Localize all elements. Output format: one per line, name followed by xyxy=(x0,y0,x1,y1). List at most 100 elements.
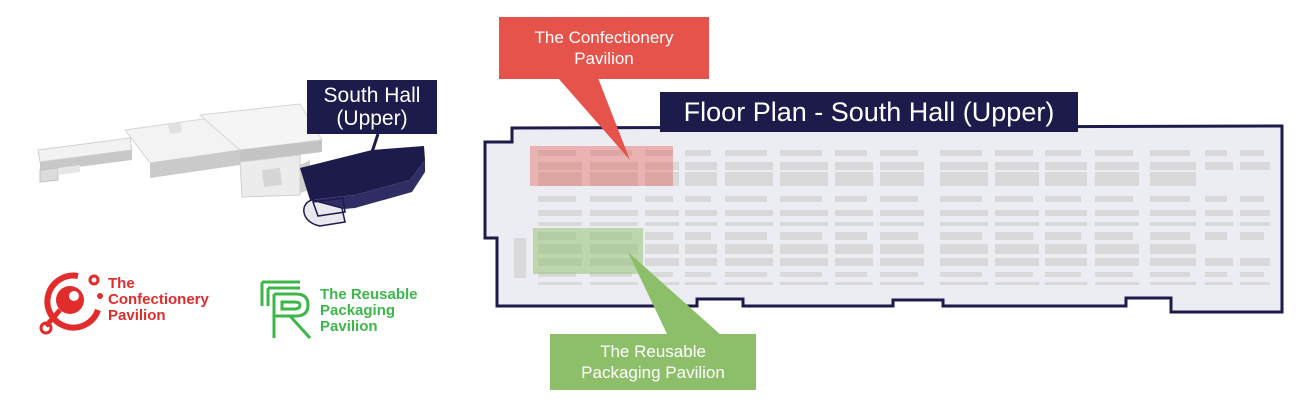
booth xyxy=(685,258,717,266)
booth xyxy=(940,210,988,216)
booth xyxy=(1045,150,1081,156)
booth xyxy=(940,258,988,266)
booth xyxy=(685,222,717,226)
booth xyxy=(940,196,982,202)
booth xyxy=(538,282,582,285)
booth xyxy=(780,232,822,240)
booth xyxy=(780,282,828,285)
booth xyxy=(995,272,1033,277)
booth xyxy=(590,222,638,226)
booth xyxy=(835,210,873,216)
booth xyxy=(645,272,673,277)
booth xyxy=(538,210,582,216)
booth xyxy=(538,172,582,186)
booth xyxy=(645,232,673,240)
south-hall-tag-pointer xyxy=(370,133,380,153)
booth xyxy=(1150,150,1190,156)
booth xyxy=(780,150,822,156)
booth xyxy=(880,162,924,170)
booth xyxy=(1045,282,1087,285)
booth xyxy=(940,232,982,240)
booth xyxy=(685,172,717,186)
booth xyxy=(590,162,638,170)
booth xyxy=(995,150,1033,156)
booth xyxy=(835,172,873,186)
booth xyxy=(1095,210,1139,216)
booth xyxy=(725,172,773,186)
booth xyxy=(725,222,773,226)
booth xyxy=(780,272,822,277)
booth xyxy=(1205,162,1233,170)
booth xyxy=(940,272,982,277)
booth xyxy=(780,244,828,254)
venue-other-halls xyxy=(37,103,323,198)
booth xyxy=(1045,162,1087,170)
booth xyxy=(1095,172,1139,186)
booth xyxy=(685,282,717,285)
booth xyxy=(835,272,867,277)
confectionery-callout-line1: The Confectionery xyxy=(534,28,674,47)
booth xyxy=(1205,232,1227,240)
booth xyxy=(835,150,867,156)
booth xyxy=(1240,222,1270,226)
booth xyxy=(1240,162,1270,170)
venue-overview-map xyxy=(37,103,425,227)
booth xyxy=(780,162,828,170)
booth xyxy=(835,222,873,226)
booth xyxy=(725,232,767,240)
booth xyxy=(645,162,679,170)
booth xyxy=(685,150,711,156)
booth xyxy=(590,150,632,156)
booth xyxy=(538,150,576,156)
booth xyxy=(685,196,711,202)
booth xyxy=(1205,150,1227,156)
booth xyxy=(1150,162,1196,170)
booth xyxy=(725,258,773,266)
booth xyxy=(725,210,773,216)
booth xyxy=(835,232,867,240)
booth xyxy=(780,210,828,216)
booth xyxy=(995,162,1039,170)
booth xyxy=(780,222,828,226)
booth xyxy=(590,272,632,277)
south-hall-tag-line1: South Hall xyxy=(323,84,421,107)
booth xyxy=(1045,272,1081,277)
booth xyxy=(645,196,673,202)
booth xyxy=(995,210,1039,216)
booth xyxy=(940,172,988,186)
booth xyxy=(1240,210,1270,216)
booth xyxy=(835,258,873,266)
booth xyxy=(725,272,767,277)
booth xyxy=(835,196,867,202)
booth xyxy=(1150,232,1190,240)
booth xyxy=(1150,244,1196,254)
booth xyxy=(1095,196,1133,202)
confectionery-callout: The Confectionery Pavilion xyxy=(499,17,709,79)
booth xyxy=(1095,282,1139,285)
booth xyxy=(835,282,873,285)
booth xyxy=(1045,222,1087,226)
south-hall-tag-line2: (Upper) xyxy=(336,107,408,130)
booth xyxy=(590,282,638,285)
booth xyxy=(1045,232,1081,240)
booth xyxy=(1205,282,1233,285)
booth xyxy=(685,244,717,254)
booth xyxy=(940,282,988,285)
booth xyxy=(1205,272,1227,277)
confectionery-logo-icon xyxy=(39,272,103,335)
booth xyxy=(1095,258,1139,266)
south-hall-upper-highlight xyxy=(300,146,425,227)
booth xyxy=(1205,210,1233,216)
reusable-callout-pointer xyxy=(628,252,722,336)
booth xyxy=(645,150,673,156)
booth xyxy=(995,232,1033,240)
booth xyxy=(725,196,767,202)
booth xyxy=(780,172,828,186)
booth xyxy=(880,282,924,285)
booth xyxy=(685,232,711,240)
booth xyxy=(835,162,873,170)
booth xyxy=(1045,244,1087,254)
booth xyxy=(780,196,822,202)
booth xyxy=(1095,150,1133,156)
